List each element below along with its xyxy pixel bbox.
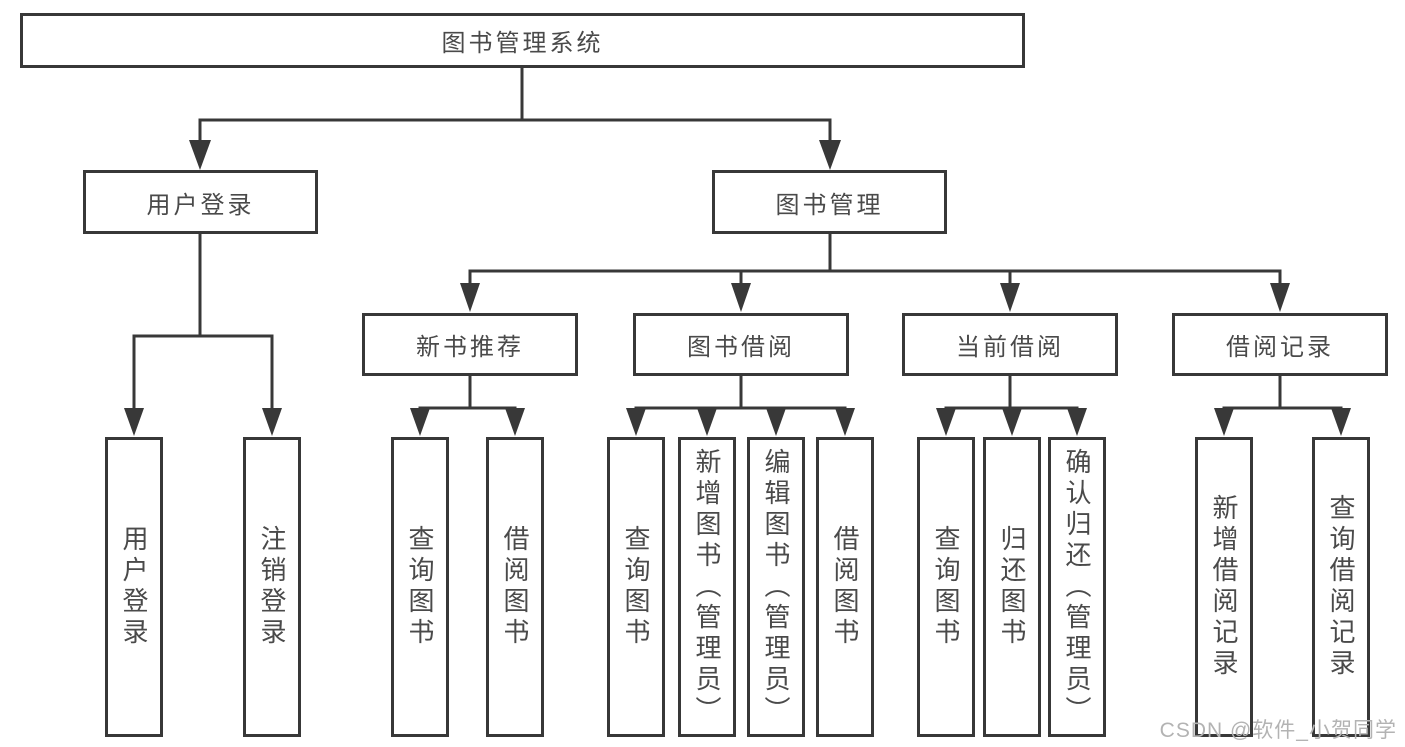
arrowhead — [819, 140, 841, 170]
connector-userlogin-bracket — [132, 334, 274, 412]
arrowhead — [1214, 408, 1234, 436]
connector-root-bracket — [198, 118, 832, 146]
connector-bookborrow-bracket — [634, 406, 847, 413]
arrowhead — [626, 408, 646, 436]
arrowhead — [1002, 408, 1022, 436]
node-current-borrowing: 当前借阅 — [902, 313, 1118, 376]
node-borrowing-records: 借阅记录 — [1172, 313, 1388, 376]
arrowhead — [262, 408, 282, 436]
node-root-system: 图书管理系统 — [20, 13, 1025, 68]
arrowhead — [766, 408, 786, 436]
leaf-edit-books-admin: 编辑图书（管理员） — [747, 437, 805, 737]
arrowhead — [731, 283, 751, 312]
leaf-query-books-recommend: 查询图书 — [391, 437, 449, 737]
node-new-book-recommend: 新书推荐 — [362, 313, 578, 376]
leaf-add-books-admin: 新增图书（管理员） — [678, 437, 736, 737]
leaf-confirm-return-admin: 确认归还（管理员） — [1048, 437, 1106, 737]
arrowhead — [124, 408, 144, 436]
leaf-logout: 注销登录 — [243, 437, 301, 737]
arrowhead — [410, 408, 430, 436]
leaf-return-books: 归还图书 — [983, 437, 1041, 737]
leaf-query-books-current: 查询图书 — [917, 437, 975, 737]
arrowhead — [697, 408, 717, 436]
arrowhead — [189, 140, 211, 170]
arrowhead — [936, 408, 956, 436]
node-book-management: 图书管理 — [712, 170, 947, 234]
arrowhead — [1000, 283, 1020, 312]
connector-borrowrecords-bracket — [1222, 406, 1343, 413]
leaf-query-books-borrowing: 查询图书 — [607, 437, 665, 737]
leaf-query-borrow-record: 查询借阅记录 — [1312, 437, 1370, 737]
arrowhead — [460, 283, 480, 312]
arrowhead — [835, 408, 855, 436]
leaf-add-borrow-record: 新增借阅记录 — [1195, 437, 1253, 737]
connector-newbook-bracket — [418, 406, 517, 413]
arrowhead — [1270, 283, 1290, 312]
leaf-user-login: 用户登录 — [105, 437, 163, 737]
arrowhead — [1067, 408, 1087, 436]
leaf-borrow-books-recommend: 借阅图书 — [486, 437, 544, 737]
leaf-borrow-books: 借阅图书 — [816, 437, 874, 737]
watermark-text: CSDN @软件_小贺同学 — [1159, 719, 1397, 742]
arrowhead — [505, 408, 525, 436]
node-user-login: 用户登录 — [83, 170, 318, 234]
connector-bookmgmt-bracket — [468, 269, 1282, 289]
arrowhead — [1331, 408, 1351, 436]
node-book-borrowing: 图书借阅 — [633, 313, 849, 376]
